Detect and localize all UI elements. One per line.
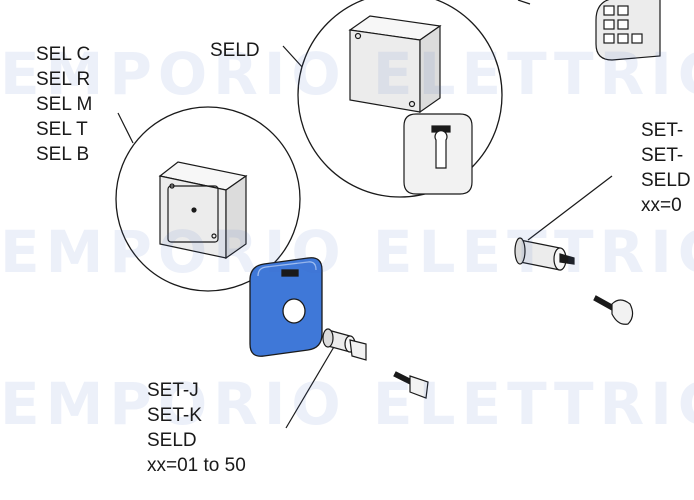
label-group-right: SET- SET- SELD xx=0 — [641, 118, 691, 218]
key-bottom — [393, 371, 429, 399]
seld-detail-circle — [297, 0, 503, 198]
blue-key-plate — [249, 257, 323, 357]
label-seld-top: SELD — [210, 40, 260, 61]
label-bottom-range: xx=01 to 50 — [147, 455, 246, 476]
watermark-row-2: EMPORIO ELETTRICO — [0, 218, 694, 286]
watermark-row-3: EMPORIO ELETTRICO — [0, 370, 694, 438]
label-sel-c: SEL C — [36, 44, 91, 65]
label-set-k: SET-K — [147, 405, 202, 426]
cylinder-lock-right — [514, 237, 575, 271]
watermark-row-1: EMPORIO ELETTRICO — [0, 40, 694, 108]
label-sel-r: SEL R — [36, 69, 91, 90]
label-group-bottom: SET-J SET-K SELD xx=01 to 50 — [147, 378, 246, 478]
cylinder-lock-bottom — [322, 328, 367, 361]
label-sel-m: SEL M — [36, 94, 93, 115]
label-sel-t: SEL T — [36, 119, 88, 140]
label-right-set-1: SET- — [641, 120, 684, 141]
leader-lines — [117, 45, 613, 429]
sel-detail-circle — [115, 106, 301, 292]
keypad-part — [517, 0, 661, 61]
label-set-j: SET-J — [147, 380, 199, 401]
seld-box-part — [348, 15, 442, 114]
seld-key-plate — [403, 113, 473, 195]
label-sel-b: SEL B — [36, 144, 90, 165]
label-bottom-seld: SELD — [147, 430, 197, 451]
label-right-range: xx=0 — [641, 195, 682, 216]
label-right-set-2: SET- — [641, 145, 684, 166]
sel-box-part — [158, 161, 248, 260]
label-group-sel: SEL C SEL R SEL M SEL T SEL B — [36, 42, 92, 167]
label-right-seld: SELD — [641, 170, 691, 191]
key-right — [593, 295, 634, 325]
